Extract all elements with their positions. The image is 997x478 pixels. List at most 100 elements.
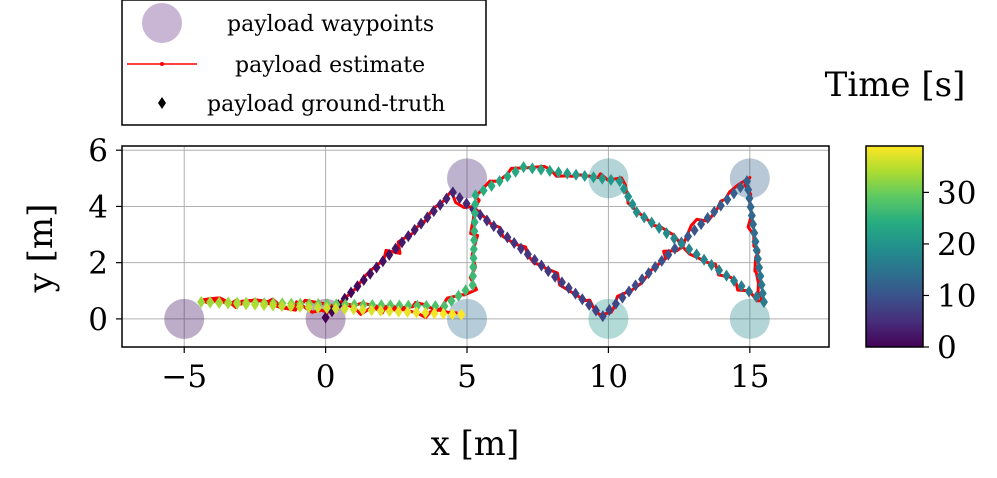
plot-frame	[121, 145, 830, 348]
ground-truth-point	[657, 254, 666, 267]
ground-truth-point	[618, 291, 627, 304]
ground-truth-point	[519, 161, 528, 174]
ground-truth-point	[423, 211, 432, 224]
ground-truth-point	[503, 231, 512, 244]
ground-truth-point	[710, 205, 719, 218]
ground-truth-point	[468, 279, 477, 292]
ground-truth-point	[503, 170, 512, 183]
ground-truth-point	[632, 206, 641, 219]
ground-truth-point	[397, 236, 406, 249]
ground-truth-point	[545, 164, 554, 177]
ground-truth-point	[197, 296, 206, 309]
legend-box	[121, 0, 487, 126]
ground-truth-point	[655, 221, 664, 234]
ground-truth-point	[756, 270, 765, 283]
ground-truth-point	[606, 173, 615, 186]
ground-truth-point	[439, 307, 448, 320]
ground-truth-point	[716, 199, 725, 212]
colorbar-tick-label: 20	[937, 227, 976, 263]
ground-truth-point	[448, 186, 457, 199]
waypoint-circle	[447, 158, 488, 199]
ground-truth-point	[683, 230, 692, 243]
ground-truth-point	[752, 290, 761, 303]
ground-truth-point	[752, 244, 761, 257]
ground-truth-point	[589, 171, 598, 184]
ground-truth-point	[469, 243, 478, 256]
waypoint-circle	[588, 298, 629, 339]
ground-truth-point	[224, 297, 233, 310]
ground-truth-point	[730, 274, 739, 287]
y-tick-label: 4	[88, 189, 108, 225]
ground-truth-point	[268, 299, 277, 312]
ground-truth-point	[638, 273, 647, 286]
ground-truth-point	[557, 276, 566, 289]
ground-truth-point	[759, 296, 768, 309]
ground-truth-point	[470, 225, 479, 238]
ground-truth-point	[572, 168, 581, 181]
ground-truth-point	[757, 278, 766, 291]
ground-truth-point	[489, 220, 498, 233]
ground-truth-point	[454, 289, 463, 302]
ground-truth-point	[471, 198, 480, 211]
ground-truth-point	[677, 237, 686, 250]
ground-truth-point	[412, 306, 421, 319]
ground-truth-point	[544, 265, 553, 278]
ground-truth-point	[417, 217, 426, 230]
ground-truth-point	[530, 253, 539, 266]
x-tick-label: 0	[316, 359, 336, 395]
ground-truth-point	[462, 197, 471, 210]
ground-truth-point	[551, 270, 560, 283]
legend-label-estimate: payload estimate	[235, 53, 425, 78]
ground-truth-point	[598, 310, 607, 323]
ground-truth-point	[715, 264, 724, 277]
ground-truth-point	[349, 303, 358, 316]
ground-truth-point	[331, 302, 340, 315]
ground-truth-point	[385, 305, 394, 318]
legend-waypoint-marker	[142, 3, 182, 43]
ground-truth-point	[651, 261, 660, 274]
legend-ground-truth-marker	[158, 97, 166, 109]
ground-truth-point	[403, 306, 412, 319]
ground-truth-point	[563, 167, 572, 180]
ground-truth-point	[729, 187, 738, 200]
legend-label-waypoints: payload waypoints	[227, 12, 434, 37]
ground-truth-point	[469, 261, 478, 274]
ground-truth-point	[471, 189, 480, 202]
ground-truth-point	[591, 304, 600, 317]
ground-truth-point	[564, 281, 573, 294]
ground-truth-point	[723, 193, 732, 206]
ground-truth-point	[703, 211, 712, 224]
legend: payload waypoints payload estimate paylo…	[121, 0, 487, 126]
ground-truth-point	[321, 311, 330, 324]
colorbar-tick-label: 0	[937, 330, 957, 366]
ground-truth-point	[376, 304, 385, 317]
ground-truth-point	[385, 248, 394, 261]
ground-truth-point	[436, 198, 445, 211]
ground-truth-point	[286, 300, 295, 313]
ground-truth-point	[700, 253, 709, 266]
ground-truth-point	[747, 209, 756, 222]
ground-truth-point	[482, 214, 491, 227]
ground-truth-point	[755, 261, 764, 274]
ground-truth-point	[742, 175, 751, 188]
x-tick-label: −5	[161, 359, 207, 395]
ground-truth-point	[744, 285, 753, 298]
x-tick-label: 5	[457, 359, 477, 395]
y-tick-label: 0	[88, 302, 108, 338]
ground-truth-point	[304, 301, 313, 314]
ground-truth-point	[737, 280, 746, 293]
colorbar-tick-label: 10	[937, 278, 976, 314]
ground-truth-point	[448, 308, 457, 321]
ground-truth-point	[647, 216, 656, 229]
ground-truth-point	[554, 166, 563, 179]
ground-truth-point	[470, 234, 479, 247]
ground-truth-point	[517, 242, 526, 255]
y-axis-label: y [m]	[21, 204, 61, 294]
ground-truth-point	[722, 269, 731, 282]
ground-truth-point	[206, 296, 215, 309]
ground-truth-point	[476, 208, 485, 221]
ground-truth-point	[496, 225, 505, 238]
